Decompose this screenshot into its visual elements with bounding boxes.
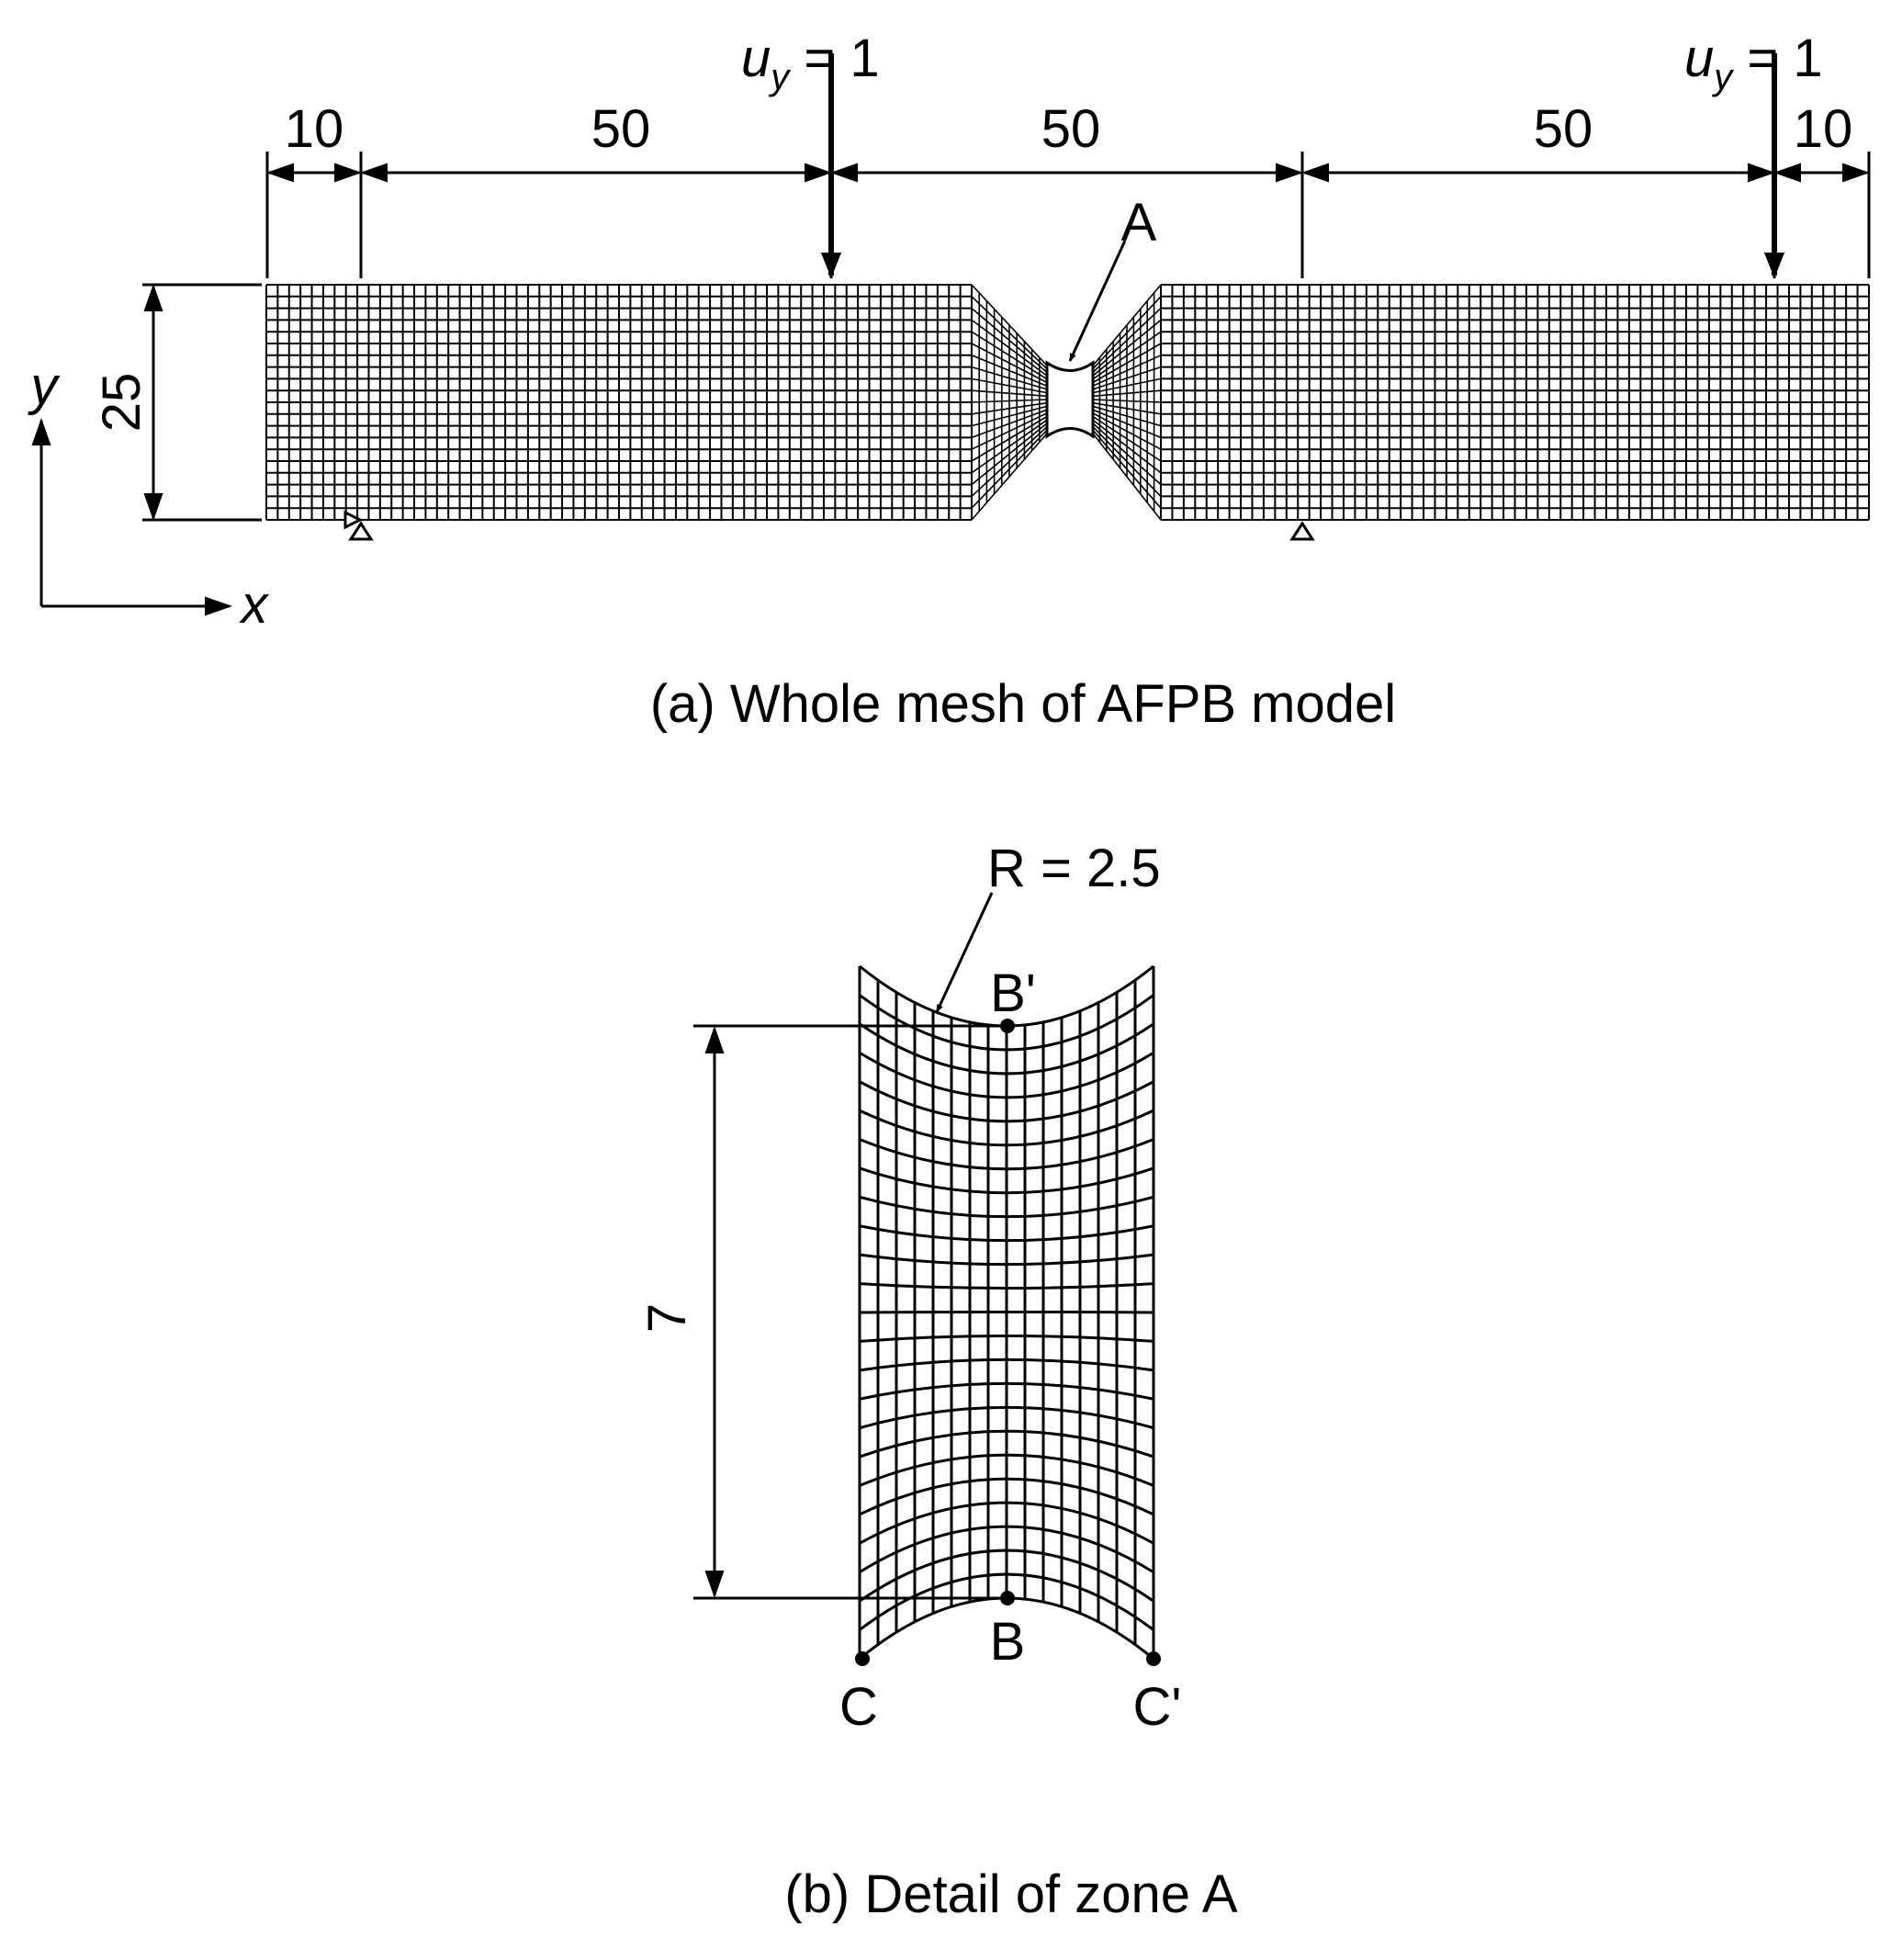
point-c-prime-dot — [1146, 1651, 1161, 1666]
support-right-icon — [1289, 521, 1315, 541]
axis-x-label: x — [239, 575, 270, 635]
dim-label-10-left: 10 — [285, 99, 344, 159]
point-c-prime-label: C' — [1133, 1677, 1182, 1737]
panel-b: R = 2.5 7 B' B C C' (b) Detail of zone A — [637, 839, 1238, 1924]
left-taper-mesh — [971, 284, 1048, 521]
right-beam-mesh — [1160, 284, 1870, 521]
dim-label-50-mid: 50 — [1041, 99, 1101, 159]
left-beam-mesh — [265, 284, 973, 521]
roller-left-icon — [343, 510, 364, 530]
zone-a-label: A — [1121, 193, 1157, 253]
right-taper-mesh — [1092, 284, 1162, 521]
supports — [343, 510, 1315, 541]
zone-a-leader — [1068, 240, 1127, 362]
load-label-right: uy = 1 — [1684, 28, 1823, 97]
support-left-icon — [348, 521, 374, 541]
point-c-dot — [855, 1651, 870, 1666]
point-b-dot — [1000, 1591, 1015, 1605]
dim-label-50-left: 50 — [591, 99, 651, 159]
dim-label-10-right: 10 — [1794, 99, 1853, 159]
point-b-label: B — [990, 1612, 1026, 1672]
notch-zone — [1045, 360, 1095, 439]
zone-a-detail-mesh — [858, 964, 1155, 1661]
caption-b: (b) Detail of zone A — [784, 1864, 1238, 1924]
dim-label-25: 25 — [92, 373, 152, 433]
point-c-label: C — [839, 1677, 878, 1737]
caption-a: (a) Whole mesh of AFPB model — [650, 674, 1396, 734]
axis-y-label: y — [28, 356, 61, 416]
height-dimension — [693, 1024, 1006, 1600]
points — [855, 1019, 1161, 1666]
dim-label-7: 7 — [637, 1303, 697, 1333]
load-label-left: uy = 1 — [741, 28, 880, 97]
axes — [31, 418, 232, 616]
radius-label: R = 2.5 — [987, 839, 1161, 898]
load-arrows — [820, 53, 1785, 278]
point-b-prime-label: B' — [990, 963, 1036, 1023]
radius-leader — [935, 892, 994, 1013]
point-b-prime-dot — [1000, 1019, 1015, 1033]
dim-label-50-right: 50 — [1534, 99, 1593, 159]
panel-a: uy = 1 uy = 1 10 50 50 50 10 25 A y x (a… — [28, 28, 1871, 734]
dimension-lines — [143, 163, 1870, 521]
